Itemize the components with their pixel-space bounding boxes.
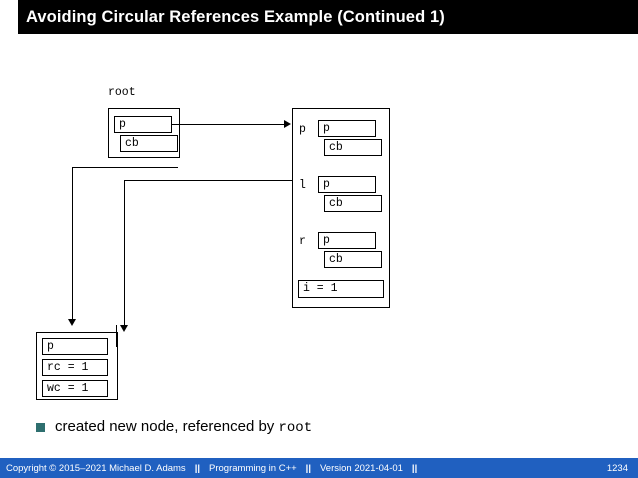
- footer-separator-1: ||: [194, 462, 201, 474]
- connector-root-cb-horizontal: [72, 167, 178, 168]
- bullet-text-lead: created new node, referenced by: [55, 418, 279, 435]
- connector-root-p-arrowhead: [284, 120, 291, 128]
- connector-root-cb-vertical: [72, 167, 73, 319]
- bullet-item: created new node, referenced by root: [36, 418, 312, 436]
- connector-node-cb-arrowhead: [120, 325, 128, 332]
- node-row-2-name: r: [299, 235, 306, 248]
- connector-root-cb-arrowhead: [68, 319, 76, 326]
- node-row-0-cb-cell: cb: [324, 139, 382, 156]
- bullet-code-root: root: [278, 420, 313, 436]
- slide-body: root p cb p p cb l p cb r p cb i = 1 p r…: [0, 34, 638, 444]
- footer-version: Version 2021-04-01: [320, 462, 403, 474]
- connector-node-cb-vertical: [124, 180, 125, 325]
- root-box-cb-cell: cb: [120, 135, 178, 152]
- root-label: root: [108, 86, 136, 99]
- page-title: Avoiding Circular References Example (Co…: [26, 7, 445, 26]
- connector-cb-p-vertical: [116, 325, 117, 347]
- connector-root-p-to-node: [172, 124, 284, 125]
- footer-course: Programming in C++: [209, 462, 297, 474]
- bullet-text: created new node, referenced by root: [55, 418, 312, 436]
- footer-separator-2: ||: [305, 462, 311, 474]
- node-row-0-p-cell: p: [318, 120, 376, 137]
- node-row-0-name: p: [299, 123, 306, 136]
- slide-footer: Copyright © 2015–2021 Michael D. Adams |…: [0, 458, 638, 478]
- footer-page-number: 1234: [606, 462, 628, 474]
- node-row-2-cb-cell: cb: [324, 251, 382, 268]
- control-block-rc-cell: rc = 1: [42, 359, 108, 376]
- footer-whitespace: [0, 444, 638, 458]
- bullet-square-icon: [36, 422, 45, 432]
- connector-node-cb-horizontal: [124, 180, 292, 181]
- node-row-2-p-cell: p: [318, 232, 376, 249]
- slide-title-bar: Avoiding Circular References Example (Co…: [0, 0, 638, 34]
- control-block-p-cell: p: [42, 338, 108, 355]
- node-row-1-name: l: [299, 179, 306, 192]
- footer-separator-3: ||: [411, 462, 418, 474]
- footer-left-group: Copyright © 2015–2021 Michael D. Adams |…: [0, 463, 426, 474]
- footer-copyright: Copyright © 2015–2021 Michael D. Adams: [6, 462, 186, 474]
- control-block-wc-cell: wc = 1: [42, 380, 108, 397]
- title-accent-block: [0, 0, 18, 34]
- node-value-cell: i = 1: [298, 280, 384, 298]
- node-row-1-p-cell: p: [318, 176, 376, 193]
- root-box-p-cell: p: [114, 116, 172, 133]
- node-row-1-cb-cell: cb: [324, 195, 382, 212]
